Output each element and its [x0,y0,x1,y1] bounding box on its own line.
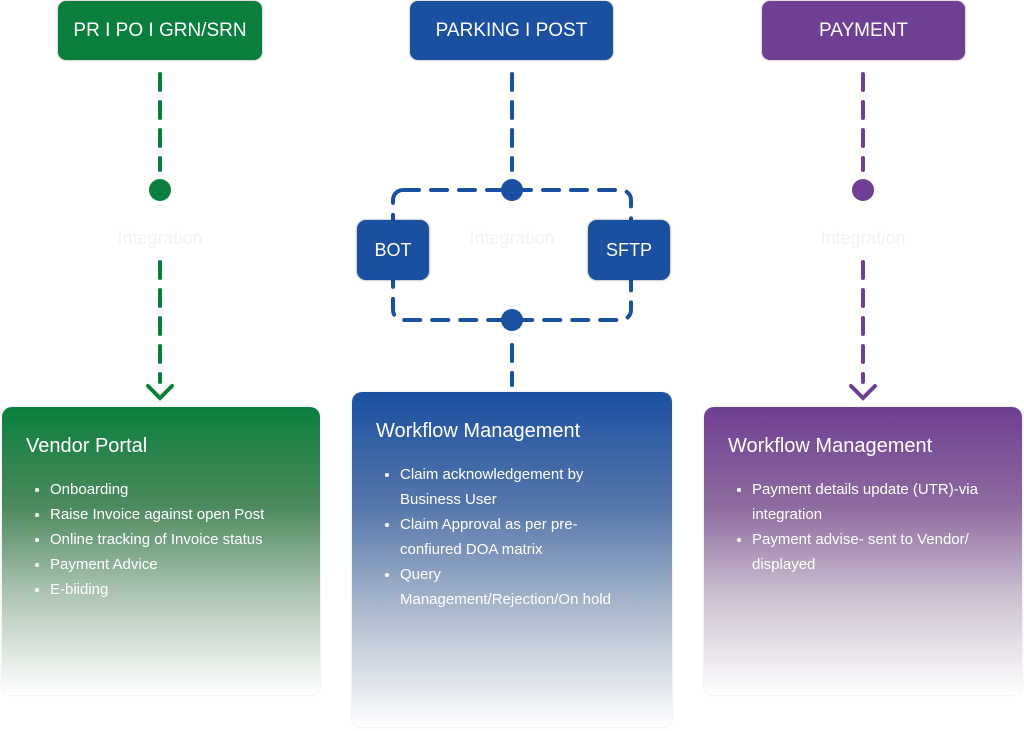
list-item: Raise Invoice against open Post [50,502,264,527]
card-title: Workflow Management [728,435,933,457]
list-item: Payment advise- sent to Vendor/ displaye… [752,527,992,577]
green-arrow-icon [146,384,174,401]
bot-box: BOT [357,220,429,280]
integration-label: Integration [117,228,203,248]
list-item: Payment details update (UTR)-via integra… [752,477,992,527]
purple-node-dot [852,179,874,201]
list-item: E-biiding [50,577,264,602]
workflow-management-card-purple: Workflow Management Payment details upda… [704,407,1022,695]
integration-label: Integration [820,228,906,248]
list-item: Query Management/Rejection/On hold [400,562,620,612]
sftp-box: SFTP [588,220,670,280]
card-title: Vendor Portal [26,435,148,457]
card-title: Workflow Management [376,420,581,442]
list-item: Claim Approval as per pre-confiured DOA … [400,512,620,562]
vendor-portal-card: Vendor Portal Onboarding Raise Invoice a… [2,407,320,695]
header-pr-po-grn: PR I PO I GRN/SRN [58,1,262,60]
header-payment: PAYMENT [762,1,965,60]
workflow-management-card-blue: Workflow Management Claim acknowledgemen… [352,392,672,727]
blue-node-dot-top [501,179,523,201]
green-node-dot [149,179,171,201]
header-parking-post: PARKING I POST [410,1,613,60]
list-item: Online tracking of Invoice status [50,527,264,552]
list-item: Onboarding [50,477,264,502]
list-item: Payment Advice [50,552,264,577]
list-item: Claim acknowledgement by Business User [400,462,620,512]
purple-arrow-icon [849,384,877,401]
integration-label: Integration [469,228,555,248]
blue-node-dot-bottom [501,309,523,331]
